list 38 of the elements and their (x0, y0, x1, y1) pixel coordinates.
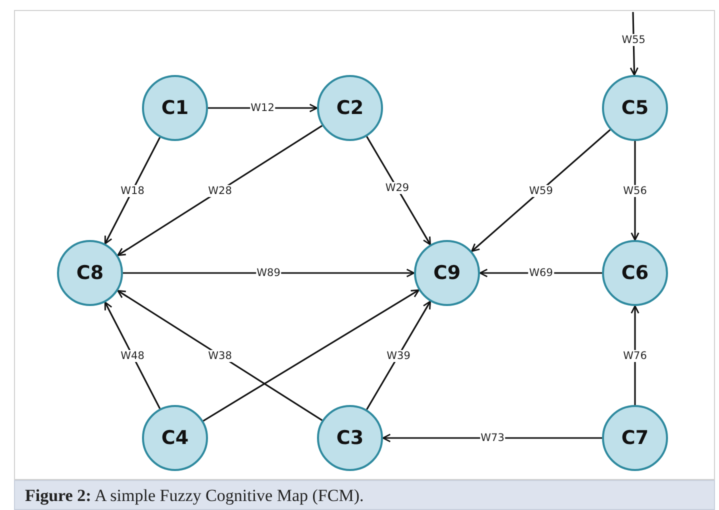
arrow (366, 300, 431, 410)
edge-label: W69 (528, 267, 554, 279)
node-label: C8 (76, 262, 104, 284)
node-label: C1 (161, 97, 189, 119)
node-label: C3 (336, 427, 364, 449)
node-label: C5 (621, 97, 649, 119)
edge-label: W38 (207, 350, 233, 362)
figure-caption: Figure 2: A simple Fuzzy Cognitive Map (FCM). (25, 486, 364, 506)
edge-label: W48 (120, 350, 146, 362)
concept-node (414, 240, 480, 306)
arrow (630, 141, 640, 241)
node-label: C9 (433, 262, 461, 284)
arrow (117, 290, 323, 421)
edge-label: W29 (384, 182, 410, 194)
arrow (104, 302, 161, 410)
node-label: C2 (336, 97, 364, 119)
node-label: C6 (621, 262, 649, 284)
arrow (382, 434, 602, 442)
edge-label: W12 (250, 102, 276, 114)
arrow (123, 268, 415, 278)
arrow (104, 136, 161, 244)
edge-label: W73 (480, 432, 506, 444)
arrow (630, 305, 640, 405)
edge-label: W39 (386, 350, 412, 362)
edge-label: W59 (528, 184, 554, 196)
node-label: C7 (621, 427, 649, 449)
arrow (366, 136, 431, 246)
concept-node (57, 240, 123, 306)
edge-label: W18 (120, 184, 146, 196)
edge-label: W56 (622, 184, 648, 196)
node-label: C4 (161, 427, 189, 449)
arrow (471, 129, 611, 252)
edge-label: W89 (256, 267, 282, 279)
arrow (202, 289, 420, 422)
edge-label: W76 (622, 350, 648, 362)
edge-label: W28 (207, 184, 233, 196)
edge-label: W55 (620, 34, 646, 46)
arrow (117, 125, 323, 256)
